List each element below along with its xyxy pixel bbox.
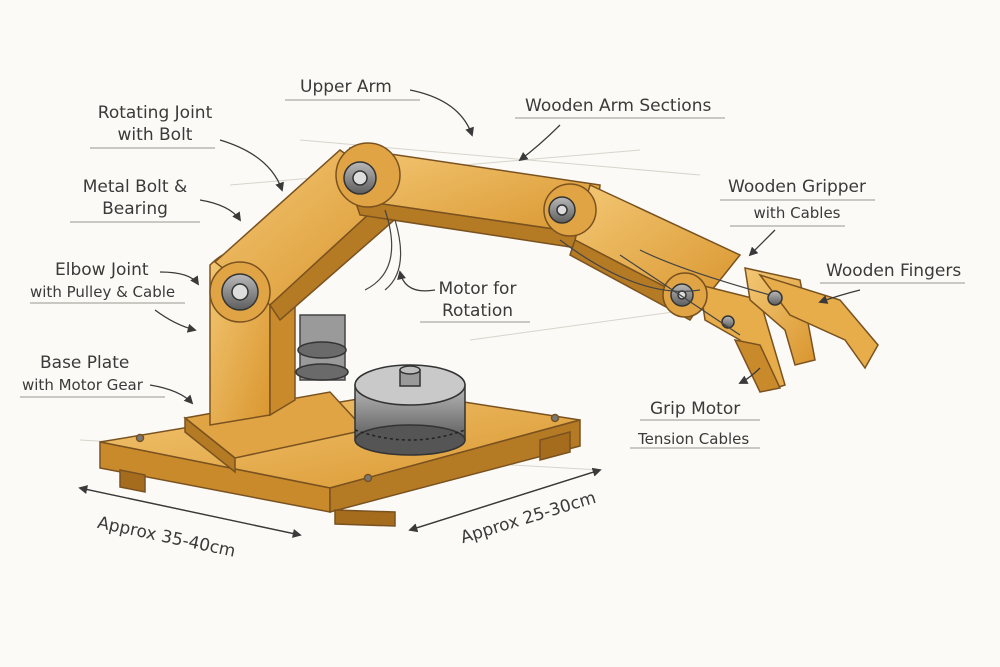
label-wooden-gripper: Wooden Gripper with Cables xyxy=(712,176,882,224)
label-wooden-gripper-line1: Wooden Gripper xyxy=(728,177,866,197)
label-wooden-gripper-line2: with Cables xyxy=(753,204,841,222)
dimension-lines xyxy=(78,467,602,538)
label-tension-cables: Tension Cables xyxy=(638,430,750,448)
label-motor-rotation: Motor for Rotation xyxy=(420,278,535,322)
label-elbow-joint-line1: Elbow Joint xyxy=(55,260,149,280)
label-metal-bolt-line2: Bearing xyxy=(102,199,168,219)
label-base-plate-line1: Base Plate xyxy=(40,353,130,373)
label-rotating-joint-line2: with Bolt xyxy=(117,125,193,145)
label-motor-rotation-line2: Rotation xyxy=(441,301,514,321)
label-elbow-joint: Elbow Joint with Pulley & Cable xyxy=(30,259,190,303)
label-metal-bolt: Metal Bolt & Bearing xyxy=(65,176,205,220)
label-underlines xyxy=(20,99,965,449)
motor-gear xyxy=(354,364,466,456)
label-motor-rotation-line1: Motor for xyxy=(438,279,517,299)
label-rotating-joint: Rotating Joint with Bolt xyxy=(90,102,220,146)
label-wooden-fingers: Wooden Fingers xyxy=(826,261,962,281)
label-wooden-arm-sections: Wooden Arm Sections xyxy=(525,96,712,116)
leader-arrows xyxy=(149,89,861,405)
label-base-plate: Base Plate with Motor Gear xyxy=(22,352,172,396)
label-elbow-joint-line2: with Pulley & Cable xyxy=(30,283,176,301)
gripper-fingers xyxy=(699,267,879,393)
label-rotating-joint-line1: Rotating Joint xyxy=(97,103,213,123)
label-grip-motor: Grip Motor xyxy=(650,399,741,419)
label-base-plate-line2: with Motor Gear xyxy=(22,376,143,394)
label-upper-arm: Upper Arm xyxy=(300,77,392,97)
tension-cables xyxy=(364,209,771,336)
label-metal-bolt-line1: Metal Bolt & xyxy=(82,177,188,197)
joint-bolts xyxy=(209,142,783,329)
